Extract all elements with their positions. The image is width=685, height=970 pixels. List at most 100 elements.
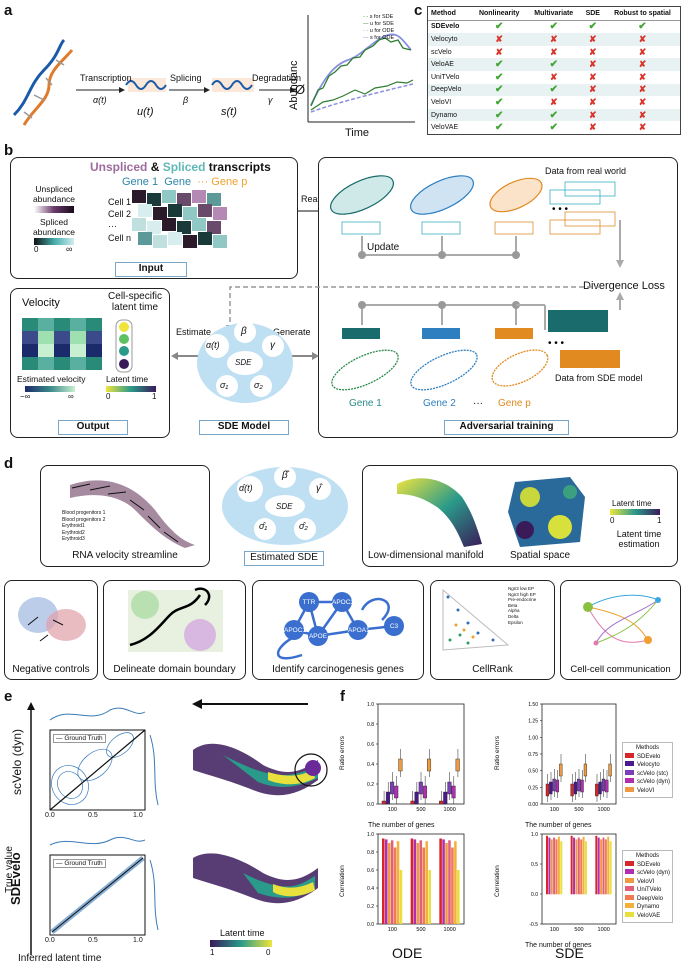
legend-entry: scVelo (stc) bbox=[625, 769, 670, 779]
bar-mark bbox=[451, 847, 454, 924]
legend-label: Dynamo bbox=[637, 904, 660, 910]
divergence-loss-label: Divergence Loss bbox=[583, 280, 665, 292]
box-mark bbox=[381, 800, 386, 805]
velocity-cell bbox=[70, 344, 86, 357]
check-icon: ✔ bbox=[494, 96, 504, 108]
sdevelo-row-label: SDEvelo bbox=[8, 852, 23, 905]
bar-mark bbox=[425, 841, 428, 924]
legend-label: UniTVelo bbox=[637, 887, 662, 893]
svg-text:• • •: • • • bbox=[552, 204, 569, 215]
sde-phase-portraits bbox=[331, 349, 549, 391]
table-header-1: Nonlinearity bbox=[471, 7, 527, 21]
bar-mark bbox=[584, 841, 587, 895]
table-header-4: Robust to spatial bbox=[604, 7, 680, 21]
matrix-cell bbox=[207, 193, 221, 206]
box-mark bbox=[426, 758, 432, 772]
velocity-cell bbox=[54, 344, 70, 357]
matrix-cell bbox=[183, 235, 197, 248]
legend-entry: UniTVelo bbox=[625, 886, 670, 895]
table-row: SDEvelo✔✔✔✔ bbox=[428, 20, 680, 33]
table-row: Dynamo✔✔✘✘ bbox=[428, 108, 680, 122]
velocity-label: Velocity bbox=[22, 297, 60, 309]
y-tick-label: 0.0 bbox=[367, 922, 374, 928]
sdevelo-embedding bbox=[193, 853, 318, 904]
legend-swatch bbox=[625, 860, 634, 866]
box-mark bbox=[595, 783, 599, 797]
spatial-plot bbox=[508, 477, 585, 547]
carcinogenesis-caption: Identify carcinogenesis genes bbox=[272, 664, 404, 675]
gene-ellipsis: ··· bbox=[473, 398, 483, 409]
check-icon: ✔ bbox=[526, 108, 581, 122]
legend-label: scVelo (dyn) bbox=[637, 779, 671, 785]
bar-mark bbox=[428, 870, 431, 924]
y-tick-label: 0.8 bbox=[367, 850, 374, 856]
bar-mark bbox=[595, 835, 598, 895]
species-u: u(t) bbox=[137, 106, 154, 118]
method-name: scVelo bbox=[431, 48, 452, 56]
legend-label: VeloVI bbox=[637, 878, 655, 885]
adversarial-training-label: Adversarial training bbox=[444, 420, 569, 435]
sde-hat-alpha: α̂(t) bbox=[239, 483, 253, 493]
table-row: VeloVI✔✘✘✘ bbox=[428, 96, 680, 109]
legend-swatch bbox=[625, 894, 634, 900]
bar-mark bbox=[393, 847, 397, 924]
x-tick-label: 1000 bbox=[598, 927, 610, 933]
cross-icon: ✘ bbox=[580, 58, 605, 71]
d-latent-time-label: Latent time bbox=[612, 499, 652, 508]
check-icon: ✔ bbox=[549, 122, 558, 134]
box-mark bbox=[555, 779, 560, 793]
matrix-cell bbox=[132, 218, 146, 231]
step-splicing: Splicing bbox=[170, 73, 202, 83]
legend-entry: Dynamo bbox=[625, 903, 670, 912]
matrix-cell bbox=[147, 221, 161, 234]
legend-swatch bbox=[625, 752, 634, 758]
rate-gamma: γ bbox=[268, 95, 273, 105]
velocity-cell bbox=[22, 344, 38, 357]
check-icon: ✔ bbox=[471, 83, 527, 97]
panel-letter-b: b bbox=[4, 142, 14, 159]
spliced-colorbar bbox=[34, 238, 74, 245]
x-tick-label: 500 bbox=[416, 807, 425, 813]
check-icon: ✔ bbox=[494, 21, 504, 33]
estimated-velocity-label: Estimated velocity bbox=[17, 374, 86, 384]
latent-time-max: 1 bbox=[152, 392, 157, 401]
matrix-cell bbox=[198, 204, 212, 217]
velocity-cell bbox=[86, 344, 102, 357]
matrix-cell bbox=[213, 235, 227, 248]
check-icon: ✔ bbox=[494, 122, 504, 134]
sde-hat-sigma1: σ̂₁ bbox=[259, 521, 268, 531]
sde-gamma: γ bbox=[270, 340, 275, 351]
f-xlabel-sde-bottom: The number of genes bbox=[525, 942, 592, 949]
box-mark bbox=[573, 781, 578, 795]
bar-mark bbox=[602, 837, 605, 895]
rate-beta: β bbox=[183, 95, 189, 105]
y-tick-label: 0.4 bbox=[367, 762, 374, 768]
legend-label: VeloVAE bbox=[637, 912, 661, 919]
velocity-cell bbox=[38, 344, 54, 357]
method-name: VeloVAE bbox=[431, 124, 459, 132]
sde-data-grids bbox=[342, 310, 620, 368]
table-row: Velocyto✘✘✘✘ bbox=[428, 33, 680, 46]
cross-icon: ✘ bbox=[580, 108, 605, 122]
table-header-2: Multivariate bbox=[526, 7, 581, 21]
cross-icon: ✘ bbox=[471, 33, 527, 46]
cross-icon: ✘ bbox=[526, 33, 581, 46]
bar-mark bbox=[422, 847, 426, 924]
gene-p-label: Gene p bbox=[498, 398, 531, 409]
y-tick-label: 0.6 bbox=[367, 868, 374, 874]
box-mark bbox=[390, 781, 395, 795]
box-mark bbox=[605, 779, 609, 793]
cell-labels: Cell 1 Cell 2 ··· Cell n bbox=[108, 197, 132, 243]
bar-mark bbox=[399, 870, 403, 924]
y-tick-label: 0.0 bbox=[367, 802, 374, 808]
legend-swatch bbox=[625, 761, 634, 766]
legend-label: scVelo (stc) bbox=[637, 770, 669, 777]
y-tick-label: 1.25 bbox=[528, 719, 538, 725]
matrix-cell bbox=[168, 232, 182, 245]
x-tick-label: 100 bbox=[550, 927, 559, 933]
estimated-velocity-matrix bbox=[22, 318, 102, 370]
legend-label: Velocyto bbox=[637, 762, 660, 768]
legend-swatch bbox=[625, 911, 634, 917]
cell-specific-latent-label: Cell-specific latent time bbox=[108, 291, 162, 313]
